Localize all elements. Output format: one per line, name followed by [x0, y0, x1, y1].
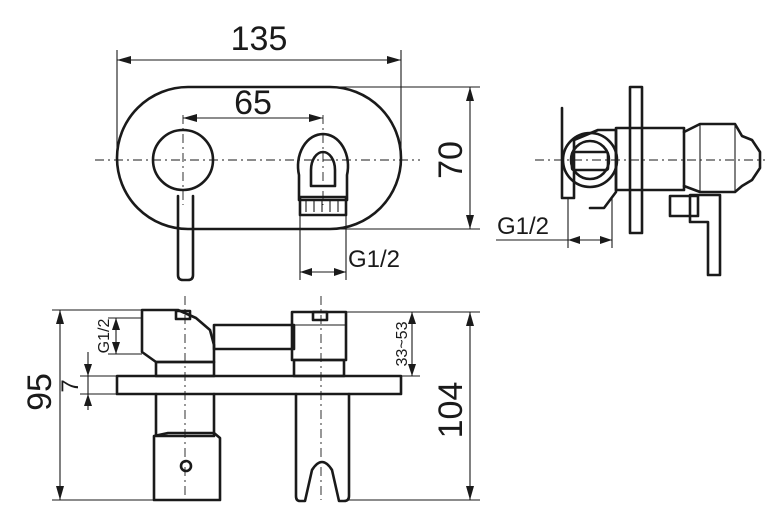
dim-total-height: 95: [21, 373, 59, 411]
dim-outlet-thread-front: G1/2: [348, 246, 400, 273]
dim-plate-height: 70: [432, 141, 470, 179]
plan-bridge: [212, 323, 296, 351]
front-view: 135 65 70 G1/2: [95, 20, 480, 282]
outlet-holder: [296, 132, 350, 202]
dim-overall-width: 135: [231, 20, 288, 58]
dim-plate-thickness: 7: [57, 379, 84, 392]
side-outlet-holder: [560, 106, 618, 210]
dim-outlet-thread-side: G1/2: [497, 213, 549, 240]
dim-inlet-thread: G1/2: [96, 319, 113, 354]
plan-plate: [115, 374, 403, 396]
side-body: [614, 126, 686, 192]
side-lever: [688, 193, 722, 277]
dim-plate-to-holder: 104: [432, 382, 470, 439]
lever-handle: [176, 194, 195, 282]
side-view: G1/2: [496, 85, 765, 277]
dim-depth-range: 33~53: [394, 321, 411, 366]
plan-shower-holder: [294, 392, 351, 503]
dim-center-distance: 65: [234, 84, 272, 122]
plan-view: G1/2 95 7 33~53 104: [21, 296, 480, 503]
